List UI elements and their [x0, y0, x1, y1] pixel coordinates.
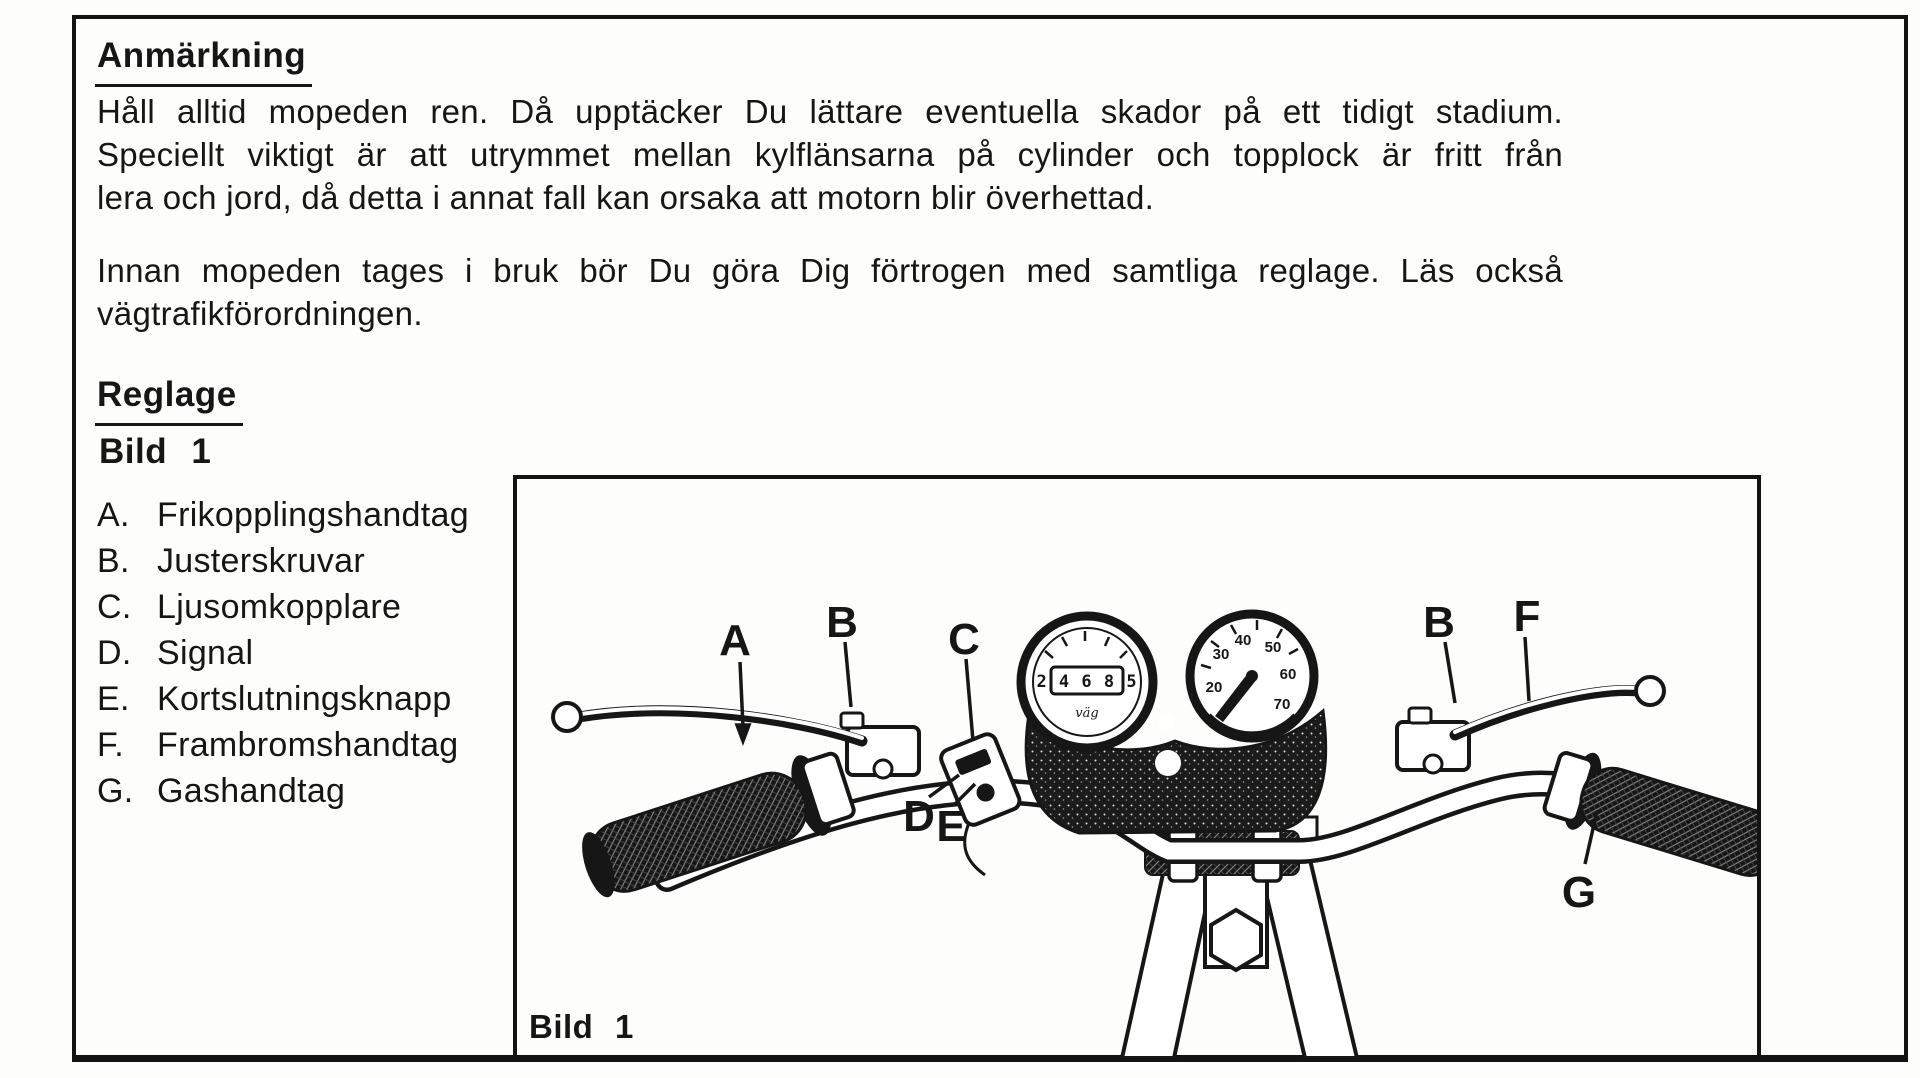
legend-key: E.	[97, 680, 130, 718]
legend-key: D.	[97, 634, 132, 672]
callout-lines	[734, 636, 1599, 865]
legend-item: E. Kortslutningsknapp	[97, 680, 469, 726]
legend-key: A.	[97, 496, 130, 534]
paragraph-line: Håll alltid mopeden ren. Då upptäcker Du…	[97, 93, 1563, 130]
callout-e: E	[936, 802, 965, 851]
paragraph-line: vägtrafikförordningen.	[97, 295, 423, 332]
speedo-needle	[1215, 673, 1257, 722]
legend-item: B. Justerskruvar	[97, 542, 469, 588]
callout-b-left: B	[826, 598, 858, 647]
odometer-digits: 2 4 6 8 5	[1036, 672, 1137, 692]
handlebar-tube	[654, 770, 1685, 892]
adjuster-screw-left	[839, 711, 865, 730]
paragraph-before-use: Innan mopeden tages i bruk bör Du göra D…	[97, 249, 1563, 335]
stem-hex-nut	[1209, 907, 1263, 973]
callout-a: A	[719, 616, 751, 665]
odometer-gauge: 2 4 6 8 5 väg	[1016, 611, 1158, 753]
legend-label: Ljusomkopplare	[157, 588, 402, 626]
figure-reference: Bild 1	[99, 432, 212, 471]
arrowhead	[734, 723, 752, 746]
controls-heading: Reglage	[95, 375, 243, 426]
legend-label: Signal	[157, 634, 254, 672]
legend-item: C. Ljusomkopplare	[97, 588, 469, 634]
speedo-70: 70	[1274, 696, 1291, 713]
legend-item: A. Frikopplingshandtag	[97, 496, 469, 542]
switch-housing	[939, 732, 1022, 827]
speedo-20: 20	[1206, 679, 1223, 696]
speedometer-gauge: 20 30 40 50 60 70	[1185, 609, 1319, 743]
callout-d: D	[903, 792, 935, 841]
legend-item: F. Frambromshandtag	[97, 726, 469, 772]
left-grip	[582, 751, 856, 898]
handlebar-illustration: 2 4 6 8 5 väg 20 30 40 50 60 70	[551, 592, 1757, 1058]
speedo-60: 60	[1280, 666, 1297, 683]
paragraph-line: lera och jord, då detta i annat fall kan…	[97, 179, 1155, 216]
switch-cable	[963, 822, 986, 877]
callout-c: C	[948, 615, 980, 664]
legend-item: G. Gashandtag	[97, 772, 469, 818]
light-switch-slider	[955, 749, 992, 775]
bracket-dot	[1158, 714, 1174, 730]
legend-key: F.	[97, 726, 125, 764]
paragraph-line: Innan mopeden tages i bruk bör Du göra D…	[97, 252, 1563, 289]
bracket-dot	[1155, 750, 1181, 776]
legend-label: Justerskruvar	[157, 542, 365, 580]
legend-key: B.	[97, 542, 130, 580]
legend-label: Gashandtag	[157, 772, 346, 810]
clutch-lever	[551, 701, 921, 780]
callout-b-right: B	[1423, 598, 1455, 647]
legend-label: Frikopplingshandtag	[157, 496, 469, 534]
instrument-pods	[1024, 708, 1328, 835]
odometer-label: väg	[1075, 706, 1098, 721]
figure-caption: Bild 1	[529, 1008, 634, 1045]
paragraph-line: Speciellt viktigt är att utrymmet mellan…	[97, 136, 1563, 173]
speedo-50: 50	[1265, 639, 1282, 656]
legend-label: Kortslutningsknapp	[157, 680, 452, 718]
controls-legend: A. Frikopplingshandtag B. Justerskruvar …	[97, 496, 469, 818]
front-brake-lever	[1395, 675, 1666, 775]
speedo-30: 30	[1213, 646, 1230, 663]
adjuster-screw-right	[1407, 706, 1433, 725]
horn-button	[976, 783, 995, 802]
legend-key: C.	[97, 588, 132, 626]
callout-letters: A B C D E B F G	[719, 592, 1596, 917]
callout-g: G	[1562, 868, 1596, 917]
figure-bild-1: 2 4 6 8 5 väg 20 30 40 50 60 70	[513, 475, 1761, 1062]
callout-f: F	[1514, 592, 1541, 641]
legend-label: Frambromshandtag	[157, 726, 459, 764]
speedo-40: 40	[1235, 632, 1252, 649]
throttle-grip	[1542, 751, 1757, 877]
note-heading: Anmärkning	[95, 36, 313, 87]
legend-item: D. Signal	[97, 634, 469, 680]
paragraph-keep-clean: Håll alltid mopeden ren. Då upptäcker Du…	[97, 90, 1563, 219]
legend-key: G.	[97, 772, 134, 810]
lever-ball-end	[1634, 675, 1666, 707]
lever-ball-end	[551, 701, 583, 733]
